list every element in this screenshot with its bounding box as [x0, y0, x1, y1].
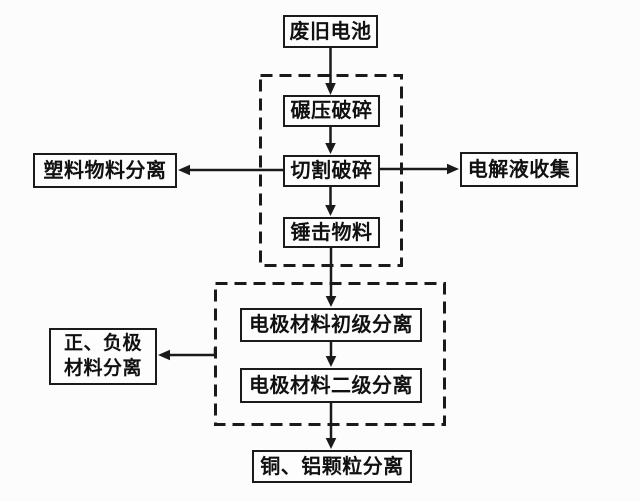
node-cut-crush: 切割破碎 — [283, 155, 380, 187]
node-electrode-secondary-separation: 电极材料二级分离 — [240, 368, 422, 403]
node-copper-aluminum-separation-label: 铜、铝颗粒分离 — [260, 455, 404, 478]
arrow-cut-to-hammer — [325, 187, 336, 216]
node-cut-crush-label: 切割破碎 — [290, 160, 373, 182]
node-electrode-primary-separation-label: 电极材料初级分离 — [249, 314, 413, 336]
node-pos-neg-material-separation: 正、负极 材料分离 — [49, 328, 157, 385]
node-electrode-secondary-separation-label: 电极材料二级分离 — [249, 374, 413, 397]
arrow-secondary-to-copper — [325, 403, 337, 449]
arrow-stage2-to-posneg — [158, 348, 217, 361]
node-plastic-separation: 塑料物料分离 — [33, 153, 177, 188]
node-copper-aluminum-separation: 铜、铝颗粒分离 — [252, 450, 412, 483]
node-electrode-primary-separation: 电极材料初级分离 — [240, 308, 422, 342]
node-plastic-separation-label: 塑料物料分离 — [43, 159, 167, 182]
node-electrolyte-collection: 电解液收集 — [460, 152, 578, 187]
node-waste-battery: 废旧电池 — [283, 15, 378, 48]
node-roll-crush: 碾压破碎 — [283, 95, 380, 127]
node-hammer-material-label: 锤击物料 — [290, 221, 373, 244]
arrow-primary-to-secondary — [325, 342, 337, 367]
node-pos-neg-material-separation-label: 正、负极 材料分离 — [63, 332, 142, 379]
arrow-roll-to-cut — [325, 127, 336, 154]
arrow-cut-to-plastic — [178, 164, 283, 176]
node-roll-crush-label: 碾压破碎 — [290, 100, 373, 122]
arrow-waste-to-roll — [325, 48, 336, 95]
node-electrolyte-collection-label: 电解液收集 — [467, 158, 571, 181]
arrow-cut-to-electrolyte — [380, 163, 459, 175]
arrow-hammer-to-primary — [325, 248, 337, 307]
node-waste-battery-label: 废旧电池 — [289, 20, 372, 43]
node-hammer-material: 锤击物料 — [283, 217, 380, 248]
